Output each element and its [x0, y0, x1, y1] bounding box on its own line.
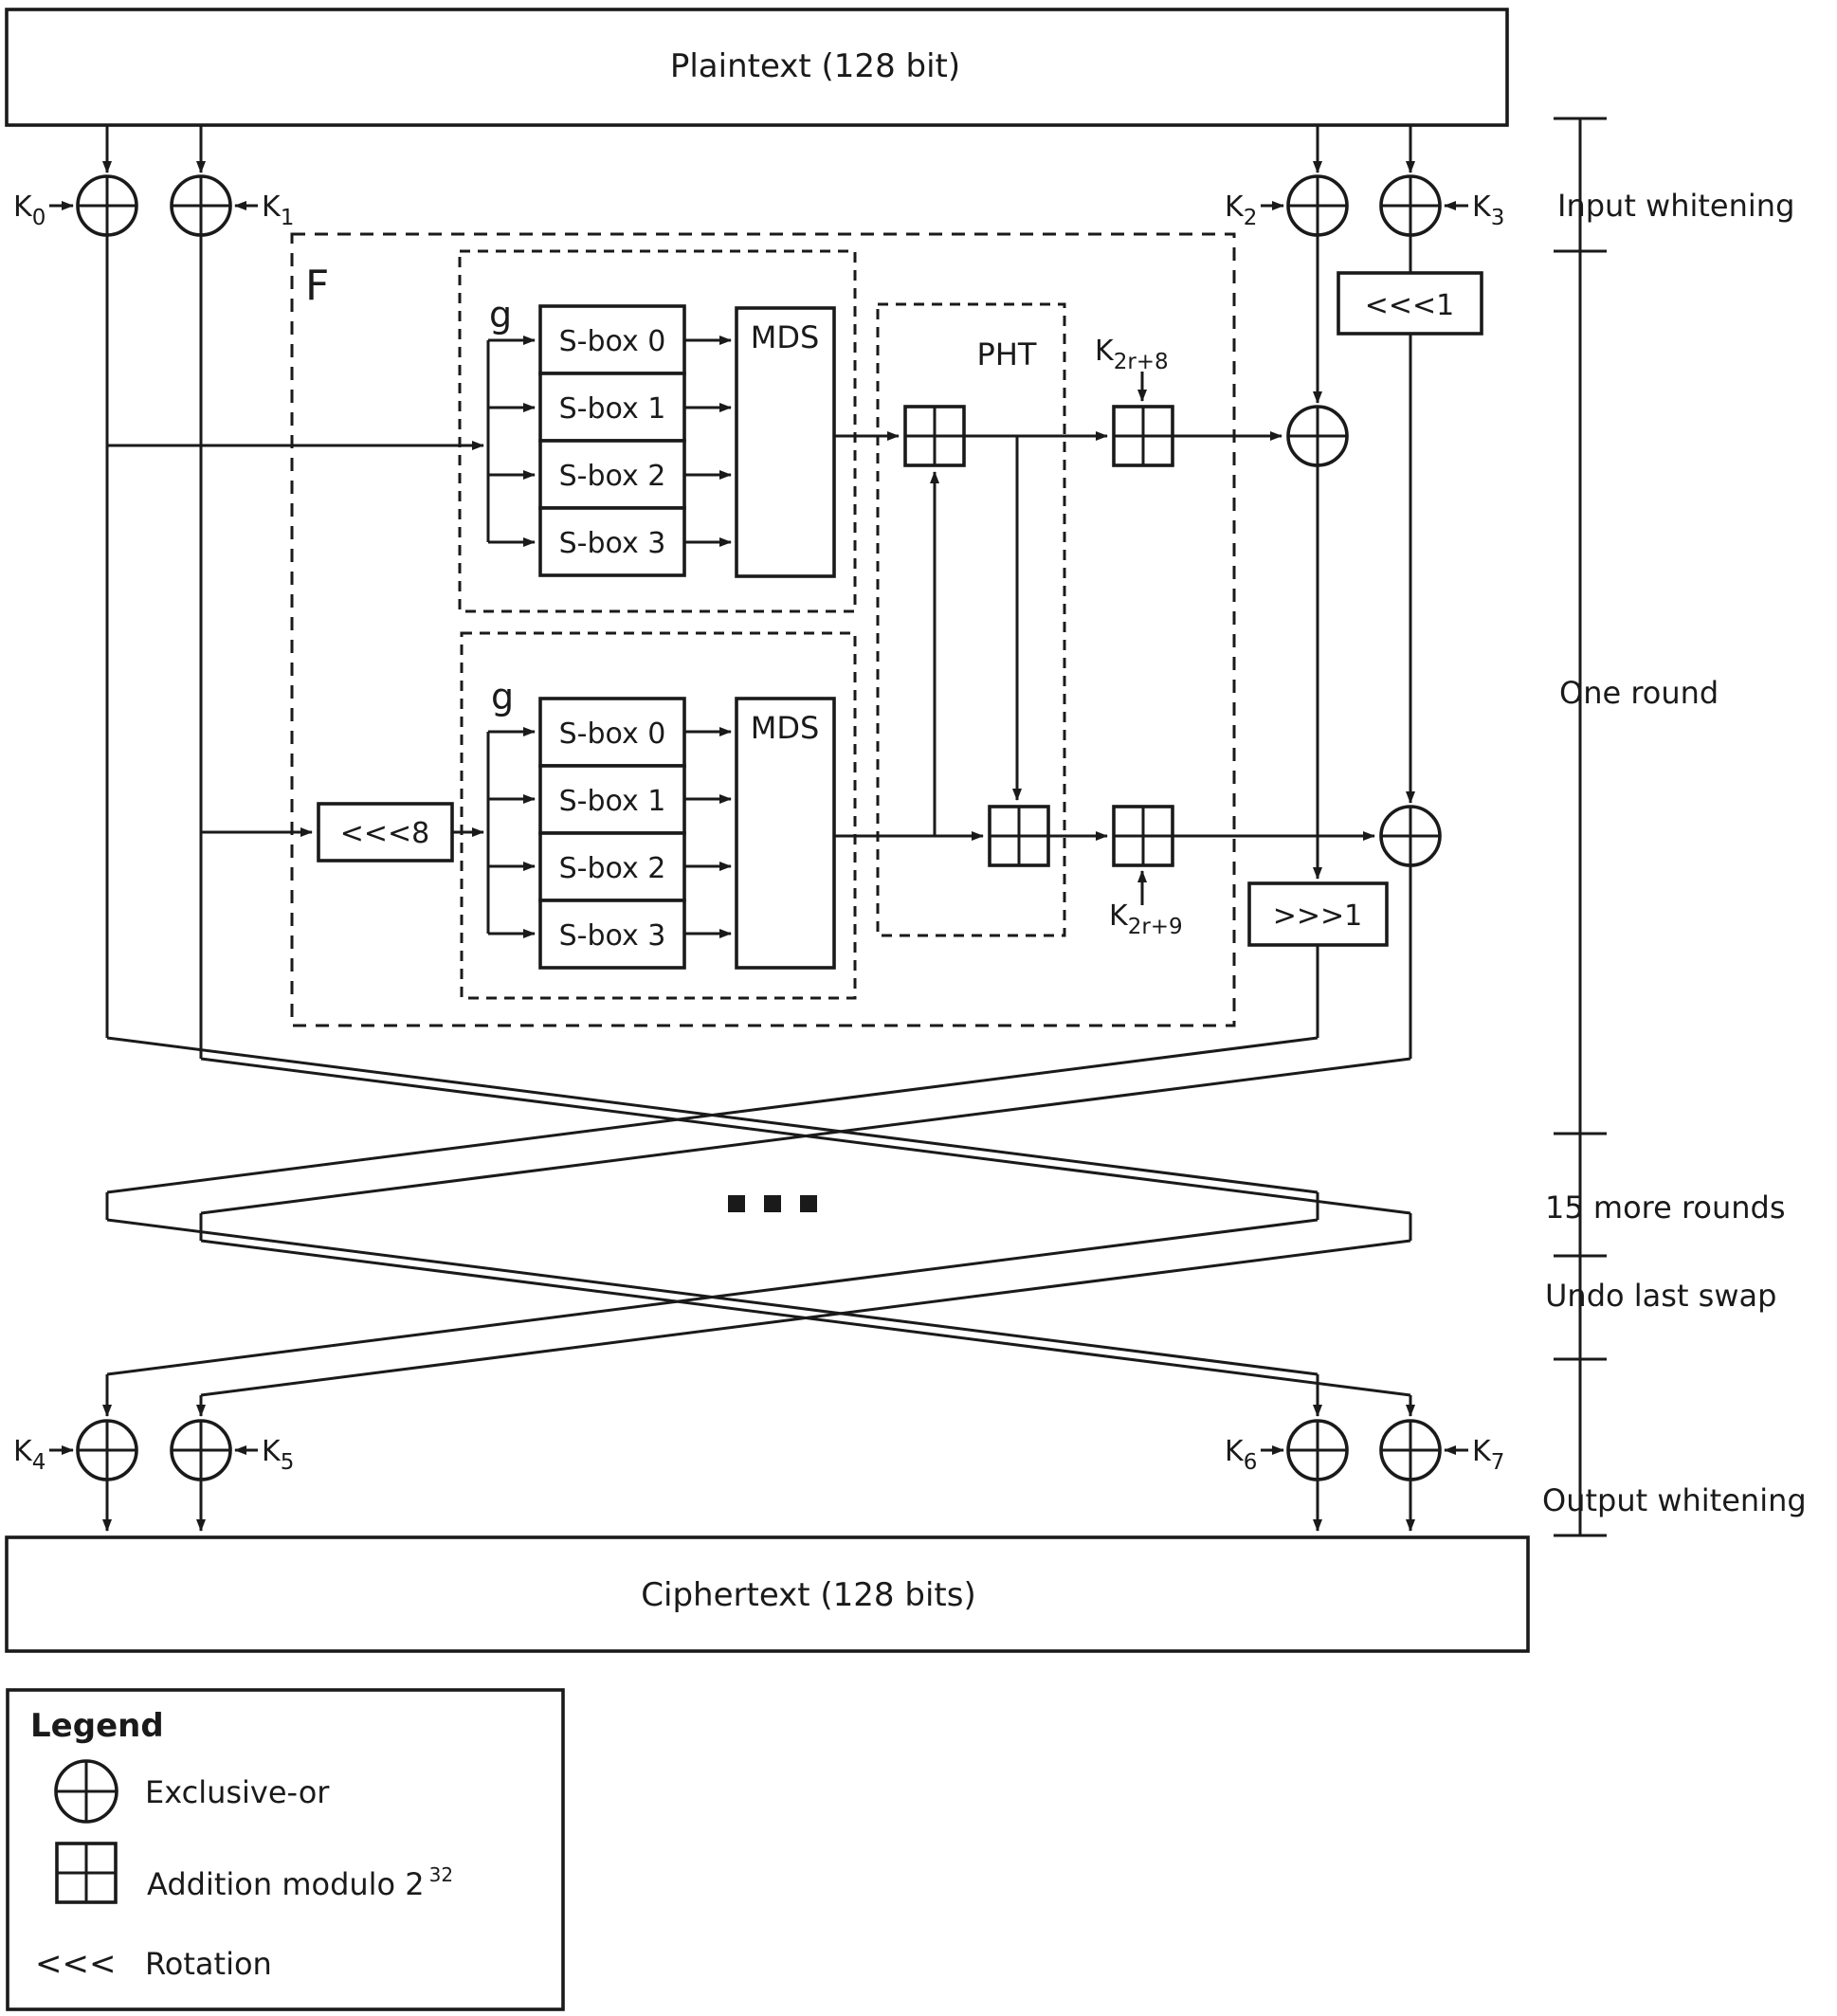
rotate-left-8-label: <<<8 [340, 817, 430, 850]
stage-bracket [1554, 117, 1607, 1537]
sbox-stack-lower: S-box 0 S-box 1 S-box 2 S-box 3 [538, 697, 686, 970]
legend-title: Legend [30, 1707, 164, 1745]
more-rounds-ellipsis [728, 1195, 817, 1212]
ciphertext-label: Ciphertext (128 bits) [641, 1576, 975, 1614]
fan-wires-lower [201, 727, 732, 938]
key-label-k1: K1 [262, 191, 294, 230]
sbox-2-label: S-box 2 [559, 460, 666, 493]
key-label-k3: K3 [1472, 191, 1504, 230]
key-label-k2: K2 [1225, 191, 1257, 230]
undo-swap-cross [102, 1218, 1415, 1417]
round-key-label-k2r8: K2r+8 [1095, 335, 1169, 374]
swap-cross [105, 1036, 1412, 1241]
sbox-0-label: S-box 0 [559, 325, 666, 358]
stage-label-one-round: One round [1559, 675, 1719, 711]
xor-output-whitening [76, 1419, 1442, 1481]
rotate-right-1-box [1247, 881, 1389, 947]
round-key-label-k2r9: K2r+9 [1109, 899, 1183, 939]
plaintext-label: Plaintext (128 bit) [670, 47, 960, 85]
rotate-left-1-label: <<<1 [1365, 289, 1455, 322]
output-whitening-keys: K4 K5 K6 K7 [13, 1435, 1504, 1475]
sbox-1-lower [538, 764, 686, 835]
sbox-2-lower [538, 831, 686, 902]
stage-label-more-rounds: 15 more rounds [1545, 1190, 1786, 1226]
key-label-k6: K6 [1225, 1435, 1257, 1475]
pht-box [876, 302, 1066, 937]
stage-label-output-whitening: Output whitening [1542, 1482, 1807, 1518]
input-whitening-wires [102, 125, 1415, 173]
g-label-lower: g [491, 676, 514, 717]
sbox-0-label: S-box 0 [559, 717, 666, 751]
legend-rotation-symbol: <<< [35, 1945, 116, 1983]
key-label-k0: K0 [13, 191, 45, 230]
key-label-k5: K5 [262, 1435, 294, 1475]
sbox-1-label: S-box 1 [559, 392, 666, 426]
input-whitening-keys: K0 K1 K2 K3 [13, 191, 1504, 230]
sbox-stack-upper: S-box 0 S-box 1 S-box 2 S-box 3 [538, 304, 686, 577]
data-columns [105, 235, 1412, 1059]
legend-xor-label: Exclusive-or [145, 1774, 330, 1810]
stage-label-undo-swap: Undo last swap [1545, 1278, 1776, 1314]
key-label-k7: K7 [1472, 1435, 1504, 1475]
rotate-right-1-label: >>>1 [1273, 899, 1363, 933]
sbox-3-label: S-box 3 [559, 527, 666, 560]
pht-adders [834, 405, 1375, 867]
f-label: F [305, 262, 329, 310]
ciphertext-wires [102, 1480, 1415, 1532]
fan-wires-upper [107, 336, 732, 547]
sbox-1-label: S-box 1 [559, 785, 666, 818]
legend-rotation-label: Rotation [145, 1946, 272, 1982]
mds-box-upper [735, 306, 836, 578]
g-label-upper: g [489, 294, 512, 336]
f-function-box [290, 232, 1236, 1027]
stage-label-input-whitening: Input whitening [1557, 188, 1794, 224]
plaintext-box [5, 8, 1509, 127]
sbox-2-label: S-box 2 [559, 852, 666, 885]
sbox-3-label: S-box 3 [559, 919, 666, 953]
mds-label-lower: MDS [751, 710, 820, 746]
mds-box-lower [735, 697, 836, 970]
mds-label-upper: MDS [751, 319, 820, 355]
pht-label: PHT [977, 336, 1037, 372]
sbox-3-upper [538, 506, 686, 577]
g-function-box-lower [460, 631, 857, 1000]
ciphertext-box [5, 1535, 1530, 1653]
key-label-k4: K4 [13, 1435, 45, 1475]
